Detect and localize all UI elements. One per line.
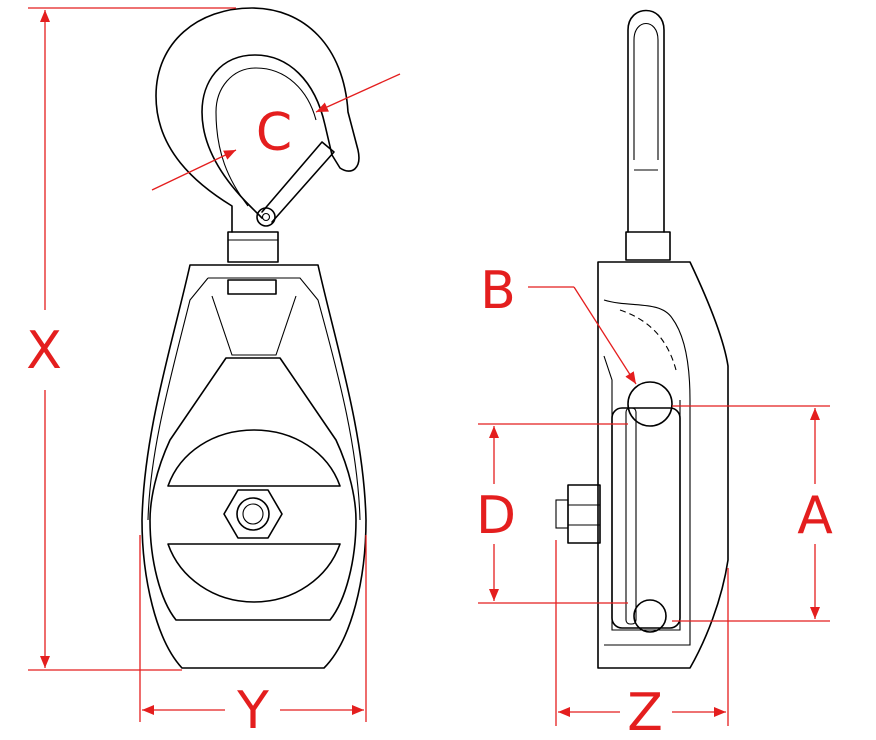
dim-c-leader-upper xyxy=(315,73,401,113)
dim-x-label: X xyxy=(26,321,62,381)
front-view xyxy=(141,7,367,669)
dim-z-label: Z xyxy=(627,683,663,740)
dimensions: X Y C B D A Z xyxy=(26,7,833,740)
dim-c-leader-lower xyxy=(151,149,237,191)
dim-b-label: B xyxy=(480,261,516,321)
dim-y-label: Y xyxy=(236,681,269,740)
dim-d-label: D xyxy=(476,486,516,546)
side-body xyxy=(555,261,729,669)
hook xyxy=(155,7,360,263)
front-body xyxy=(141,264,367,669)
dim-b-arrow xyxy=(573,286,637,385)
side-view xyxy=(555,9,729,669)
side-shackle xyxy=(625,9,671,261)
dim-a-label: A xyxy=(797,486,833,546)
dim-c-label: C xyxy=(256,103,292,163)
